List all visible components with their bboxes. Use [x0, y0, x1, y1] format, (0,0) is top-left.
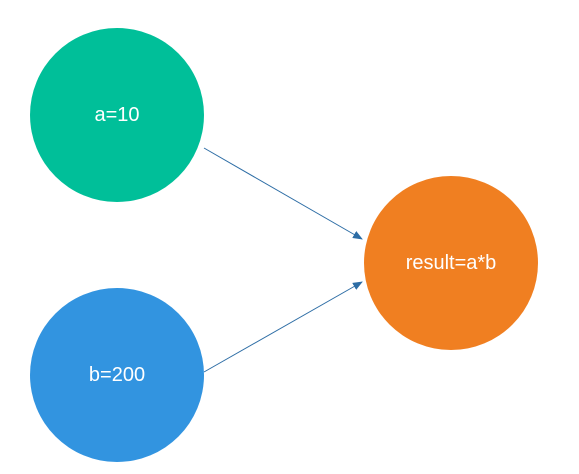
node-a: a=10 [30, 28, 204, 202]
edge-a-to-result [203, 147, 363, 240]
node-b-label: b=200 [88, 363, 146, 386]
edge-b-to-result [203, 281, 363, 373]
node-result: result=a*b [364, 176, 538, 350]
node-result-label: result=a*b [405, 251, 497, 274]
node-a-label: a=10 [94, 103, 140, 126]
node-b: b=200 [30, 288, 204, 462]
